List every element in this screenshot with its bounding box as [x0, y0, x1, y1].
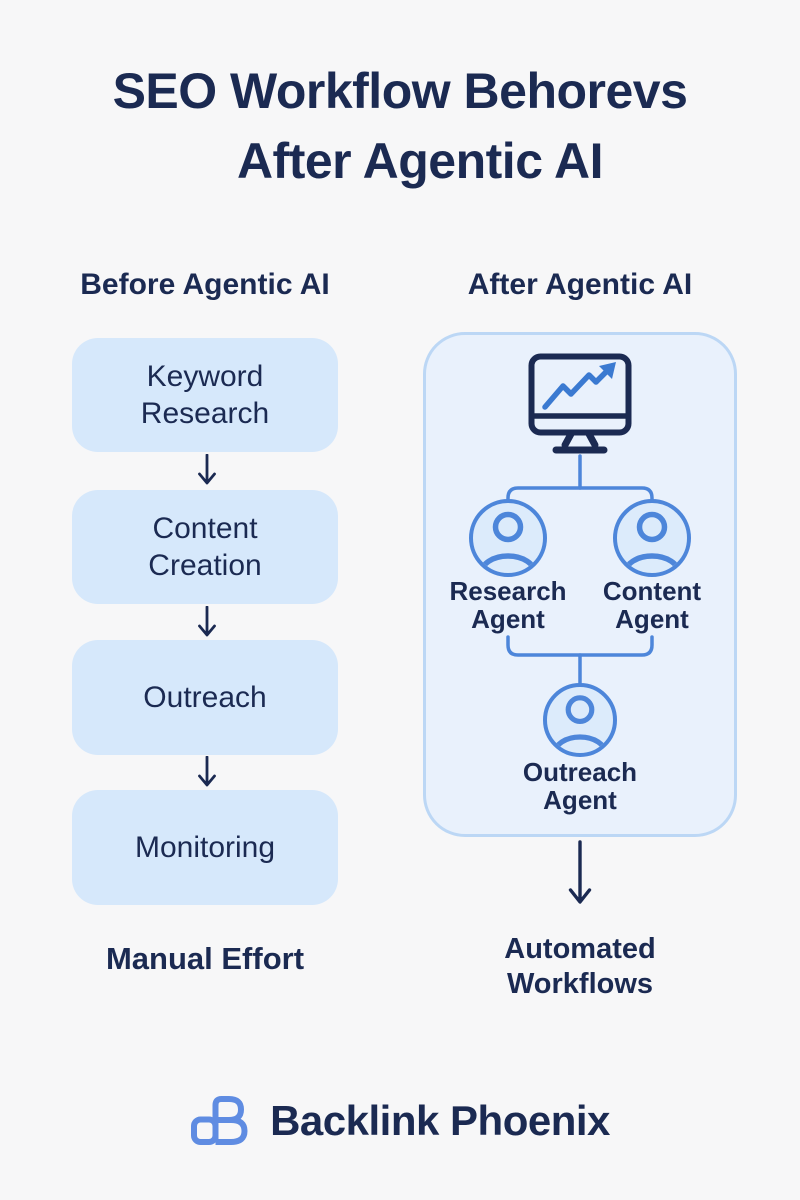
- research-agent-avatar: [469, 499, 547, 577]
- page-title: SEO Workflow Behorevs After Agentic AI: [0, 56, 800, 196]
- down-arrow-icon: [568, 840, 592, 904]
- outreach-agent-label: Outreach Agent: [522, 757, 638, 815]
- step-box-content-creation: Content Creation: [72, 490, 338, 604]
- after-caption: Automated Workflows: [504, 933, 656, 1000]
- step-label: Outreach: [143, 681, 267, 714]
- page-title-line1: SEO Workflow Behorevs: [112, 63, 688, 119]
- down-arrow-icon: [198, 756, 216, 787]
- brand-footer: Backlink Phoenix: [0, 1094, 800, 1148]
- content-agent-avatar: [613, 499, 691, 577]
- brand-name: Backlink Phoenix: [270, 1097, 610, 1144]
- step-box-keyword-research: Keyword Research: [72, 338, 338, 452]
- monitor-trend-chart-icon: [528, 353, 632, 454]
- down-arrow-icon: [198, 454, 216, 485]
- outreach-agent-avatar: [543, 683, 617, 757]
- page-title-line2: After Agentic AI: [236, 133, 604, 189]
- person-agent-icon: [551, 695, 609, 753]
- backlink-phoenix-mark-icon: [191, 1096, 248, 1145]
- research-agent-label: Research Agent: [449, 576, 567, 634]
- person-agent-icon: [621, 511, 683, 573]
- step-box-monitoring: Monitoring: [72, 790, 338, 905]
- down-arrow-icon: [198, 606, 216, 637]
- content-agent-label: Content Agent: [602, 576, 702, 634]
- person-agent-icon: [477, 511, 539, 573]
- before-caption: Manual Effort: [105, 941, 305, 976]
- before-column-header: Before Agentic AI: [80, 268, 330, 301]
- step-label: Content Creation: [148, 512, 262, 582]
- step-box-outreach: Outreach: [72, 640, 338, 755]
- step-label: Monitoring: [134, 831, 276, 864]
- after-column-header: After Agentic AI: [467, 268, 693, 301]
- step-label: Keyword Research: [140, 360, 270, 430]
